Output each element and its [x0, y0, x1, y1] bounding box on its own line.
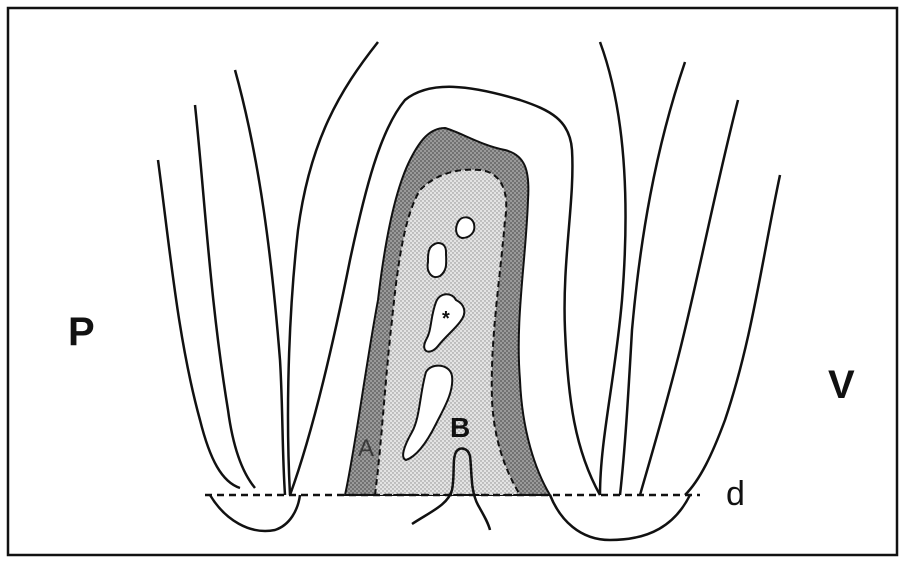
label-star: *	[442, 308, 450, 330]
lumen-2	[428, 243, 447, 277]
label-v: V	[828, 363, 855, 407]
label-p: P	[68, 310, 95, 354]
lumen-1	[456, 217, 474, 238]
label-a: A	[358, 435, 374, 462]
label-b: B	[450, 412, 470, 443]
label-d: d	[726, 475, 745, 513]
